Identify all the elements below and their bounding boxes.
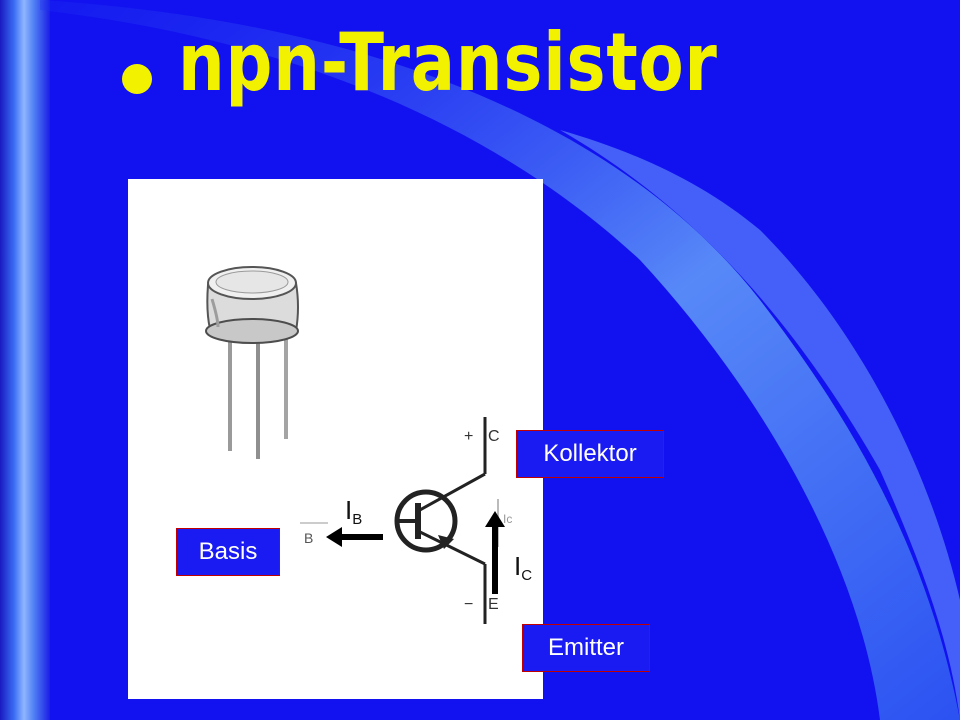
left-gradient-bar	[0, 0, 50, 720]
base-current-label: IB	[345, 497, 362, 533]
collector-label: Kollektor	[516, 430, 664, 478]
collector-current-symbol: I	[514, 551, 522, 581]
transistor-photo	[205, 266, 299, 459]
emitter-label: Emitter	[522, 624, 650, 672]
terminal-e-label: E	[488, 596, 499, 613]
base-current-subscript: B	[352, 511, 363, 528]
base-current-symbol: I	[345, 495, 353, 525]
collector-current-arrow	[485, 511, 505, 594]
small-current-label: Ic	[503, 512, 512, 526]
terminal-b-label: B	[304, 530, 313, 546]
minus-sign: −	[464, 596, 473, 613]
figure-graphics: + C B Ic − E	[205, 266, 512, 624]
base-current-arrow	[326, 527, 383, 547]
plus-sign: +	[464, 428, 473, 445]
slide-title: npn-Transistor	[178, 16, 718, 109]
base-label: Basis	[176, 528, 280, 576]
collector-current-label: IC	[514, 553, 532, 589]
collector-current-subscript: C	[521, 567, 533, 584]
transistor-figure: + C B Ic − E	[128, 179, 543, 699]
transistor-symbol-icon	[300, 417, 499, 624]
bullet-icon	[122, 64, 152, 94]
terminal-c-label: C	[488, 428, 500, 445]
